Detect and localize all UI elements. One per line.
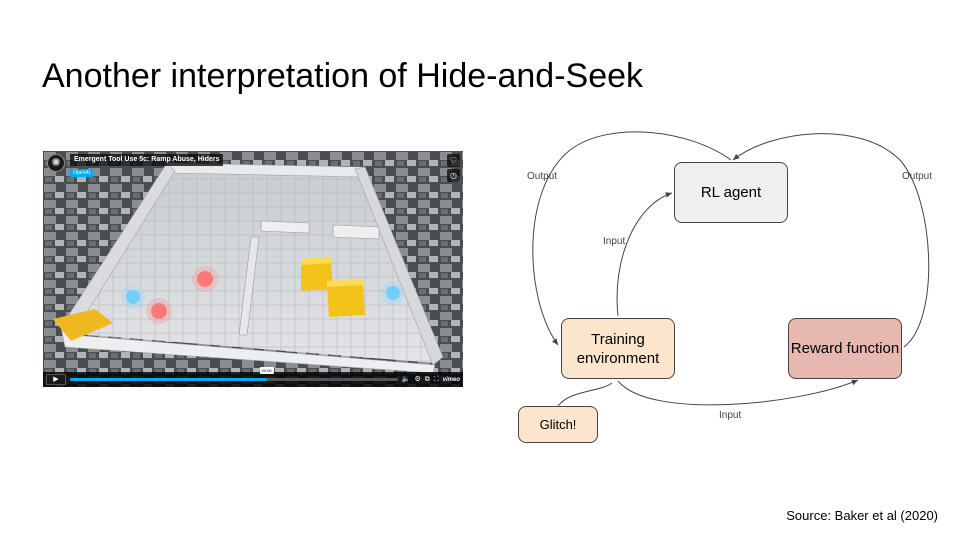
- video-controls: ▶ 00:00 🔈 ⚙ ⧉ ⛶ vimeo: [43, 367, 463, 387]
- edge-label-input-left: Input: [603, 236, 626, 247]
- video-time-tooltip: 00:00: [259, 367, 274, 374]
- edge-output-to-training: [532, 131, 732, 346]
- volume-icon[interactable]: 🔈: [401, 376, 411, 383]
- edge-label-input-bottom: Input: [719, 410, 742, 421]
- edge-label-output-left: Output: [527, 171, 558, 182]
- edge-glitch-to-training: [557, 382, 613, 407]
- vimeo-logo[interactable]: vimeo: [442, 376, 460, 383]
- edge-training-to-agent: [616, 192, 673, 317]
- edge-training-to-reward: [617, 379, 859, 406]
- video-channel-badge[interactable]: OpenAI: [70, 169, 93, 177]
- source-citation: Source: Baker et al (2020): [786, 508, 938, 523]
- video-player[interactable]: ✺ Emergent Tool Use 5c: Ramp Abuse, Hide…: [43, 151, 463, 387]
- fullscreen-icon[interactable]: ⛶: [433, 376, 439, 383]
- video-frame-image: [43, 151, 463, 387]
- node-glitch: Glitch!: [518, 406, 598, 443]
- node-training-environment: Training environment: [561, 318, 675, 379]
- openai-logo-icon[interactable]: ✺: [47, 154, 65, 172]
- heart-icon[interactable]: ♡: [447, 154, 460, 167]
- clock-icon[interactable]: ◷: [447, 169, 460, 182]
- gear-icon[interactable]: ⚙: [414, 376, 421, 383]
- edge-label-output-right: Output: [902, 171, 933, 182]
- slide-title: Another interpretation of Hide-and-Seek: [42, 57, 644, 95]
- node-reward-function: Reward function: [788, 318, 902, 379]
- edge-reward-to-agent: [732, 133, 930, 348]
- node-rl-agent: RL agent: [674, 162, 788, 223]
- play-icon[interactable]: ▶: [46, 374, 66, 385]
- video-header: ✺ Emergent Tool Use 5c: Ramp Abuse, Hide…: [43, 151, 463, 177]
- video-progress-bar[interactable]: 00:00: [70, 367, 398, 381]
- picture-in-picture-icon[interactable]: ⧉: [424, 376, 430, 383]
- video-title[interactable]: Emergent Tool Use 5c: Ramp Abuse, Hiders: [70, 154, 224, 166]
- video-progress-fill: [70, 378, 267, 381]
